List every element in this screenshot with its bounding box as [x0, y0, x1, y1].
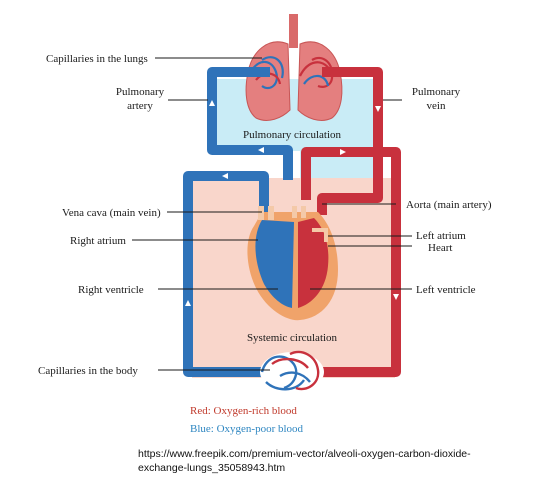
arrow-down-icon [375, 106, 381, 112]
arrow-down-icon [393, 294, 399, 300]
vena-cava-loop [183, 171, 269, 377]
source-citation: https://www.freepik.com/premium-vector/a… [138, 447, 538, 475]
label-aorta: Aorta (main artery) [406, 199, 492, 211]
arrow-up-icon [209, 100, 215, 106]
legend-oxygen-poor: Blue: Oxygen-poor blood [190, 423, 304, 435]
label-left-atrium: Left atrium [416, 230, 466, 242]
label-pulmonary-vein-2: vein [427, 100, 446, 112]
label-pulmonary-vein-1: Pulmonary [412, 86, 461, 98]
arrow-left-icon [222, 173, 228, 179]
label-capillaries-body: Capillaries in the body [38, 365, 138, 377]
label-pulmonary-artery-2: artery [127, 100, 153, 112]
label-heart: Heart [428, 242, 452, 254]
label-pulmonary-artery-1: Pulmonary [116, 86, 165, 98]
label-vena-cava: Vena cava (main vein) [62, 207, 161, 219]
flow-arrows [185, 100, 399, 306]
arrow-right-icon [340, 149, 346, 155]
label-pulmonary-circulation: Pulmonary circulation [243, 129, 342, 141]
label-right-ventricle: Right ventricle [78, 284, 144, 296]
heart [247, 206, 338, 321]
label-systemic-circulation: Systemic circulation [247, 332, 338, 344]
pulmonary-circulation-area [209, 79, 382, 151]
leader-lines [132, 57, 412, 371]
arrow-up-icon [185, 300, 191, 306]
source-line-1: https://www.freepik.com/premium-vector/a… [138, 448, 471, 460]
arrow-left-icon [258, 147, 264, 153]
trachea [289, 14, 298, 48]
aorta-loop [301, 147, 401, 377]
body-capillaries [260, 350, 324, 392]
pulmonary-artery [207, 67, 293, 180]
source-line-2: exchange-lungs_35058943.htm [138, 462, 286, 474]
label-left-ventricle: Left ventricle [416, 284, 476, 296]
legend-oxygen-rich: Red: Oxygen-rich blood [190, 405, 297, 417]
label-right-atrium: Right atrium [70, 235, 126, 247]
label-capillaries-lungs: Capillaries in the lungs [46, 53, 148, 65]
